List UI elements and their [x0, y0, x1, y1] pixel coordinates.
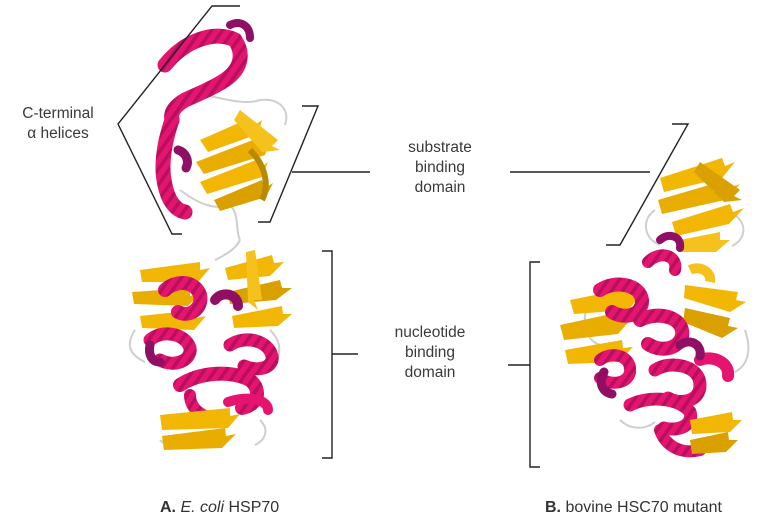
- nucleotide-bracket-a: [322, 250, 333, 459]
- caption-b-letter: B.: [545, 499, 561, 516]
- nucleotide-label-line1: nucleotide: [394, 324, 466, 341]
- substrate-binding-domain-label: substrate binding domain: [370, 138, 510, 198]
- protein-a-structure: [128, 19, 292, 450]
- substrate-bracket-a: [258, 105, 320, 223]
- caption-a-protein: HSP70: [224, 499, 280, 516]
- nucleotide-label-line3: domain: [404, 364, 456, 381]
- nucleotide-binding-domain-label: nucleotide binding domain: [360, 323, 500, 383]
- substrate-label-line1: substrate: [408, 139, 472, 156]
- substrate-label-line2: binding: [415, 159, 465, 176]
- caption-a-letter: A.: [160, 499, 176, 516]
- caption-a-species: E. coli: [180, 499, 225, 516]
- protein-b-nucleotide-domain: [560, 263, 746, 458]
- caption-b-text: bovine HSC70 mutant: [561, 499, 722, 516]
- substrate-bracket-b: [606, 123, 690, 246]
- protein-a-substrate-domain-sheets: [196, 110, 280, 211]
- c-terminal-bracket: [117, 5, 240, 235]
- caption-b: B. bovine HSC70 mutant: [545, 499, 722, 517]
- protein-b-substrate-domain-sheets: [642, 158, 744, 276]
- protein-a-nucleotide-domain: [132, 250, 292, 450]
- caption-a: A. E. coli HSP70: [160, 499, 279, 517]
- substrate-label-line3: domain: [414, 179, 466, 196]
- protein-b-structure: [560, 158, 750, 458]
- nucleotide-bracket-b: [529, 261, 540, 468]
- c-terminal-label: C-terminal α helices: [8, 104, 108, 144]
- c-terminal-label-line1: C-terminal: [22, 105, 94, 122]
- nucleotide-label-line2: binding: [405, 344, 455, 361]
- annotation-lines: [117, 5, 690, 468]
- protein-a-c-terminal-helices: [155, 19, 254, 220]
- c-terminal-label-line2: α helices: [27, 125, 89, 142]
